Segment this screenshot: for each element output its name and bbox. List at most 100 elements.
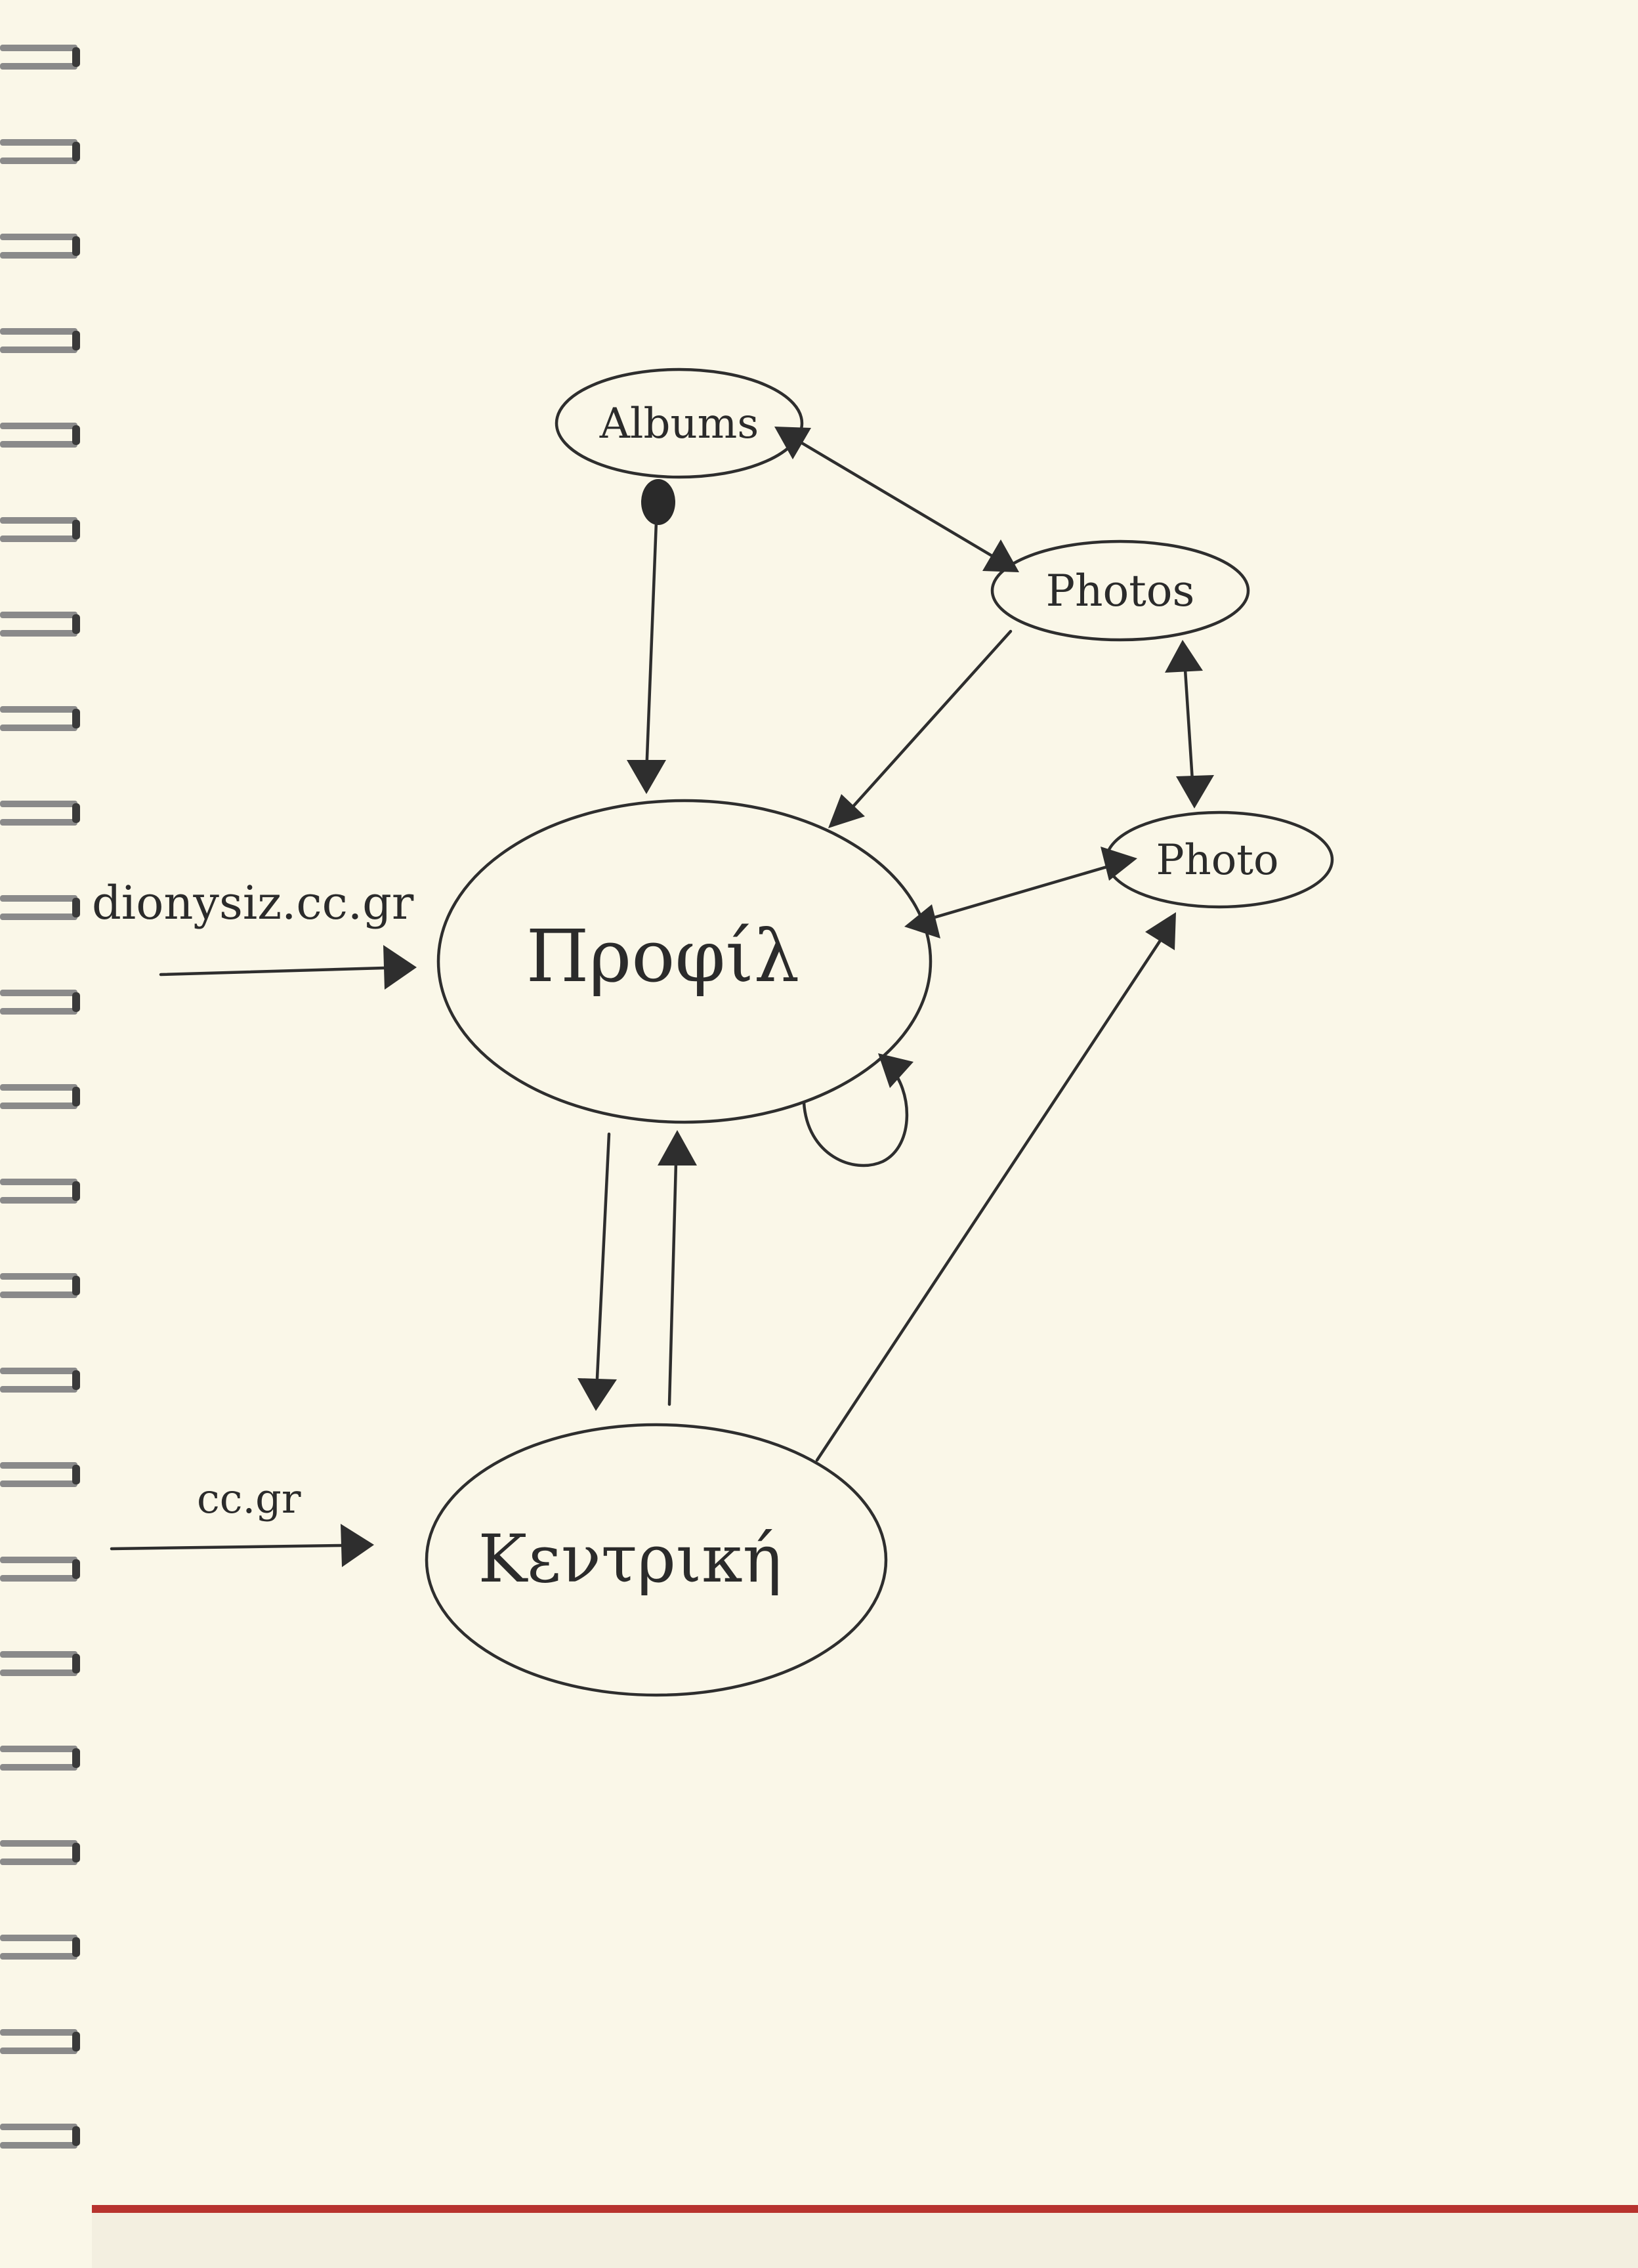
spiral-wire <box>0 1008 77 1015</box>
arrowhead <box>904 904 940 938</box>
spiral-ring <box>0 1651 80 1676</box>
self-loop-line <box>802 1064 909 1167</box>
profil-photo-line <box>923 862 1118 922</box>
albums-label: Albums <box>599 400 759 448</box>
spiral-wire <box>0 1386 77 1393</box>
arrowhead <box>1165 640 1203 673</box>
punch-hole <box>72 1087 80 1106</box>
arrowhead <box>774 427 811 459</box>
spiral-ring <box>0 1746 80 1771</box>
entry-profile: dionysiz.cc.gr <box>92 876 417 990</box>
spiral-ring <box>0 328 80 353</box>
punch-hole <box>72 1748 80 1768</box>
page-edge <box>92 2205 1638 2213</box>
spiral-ring <box>0 612 80 637</box>
arrowhead <box>982 539 1019 572</box>
punch-hole <box>72 803 80 823</box>
node-profil: Προφίλ <box>436 799 933 1124</box>
spiral-wire <box>0 1840 77 1847</box>
spiral-ring <box>0 139 80 164</box>
spiral-ring <box>0 1462 80 1487</box>
spiral-ring <box>0 2029 80 2054</box>
photos-profil-line <box>845 629 1013 816</box>
spiral-wire <box>0 1292 77 1298</box>
spiral-ring <box>0 423 80 448</box>
spiral-wire <box>0 1935 77 1941</box>
edge-profil-self-loop <box>802 1053 914 1167</box>
spiral-wire <box>0 1197 77 1204</box>
spiral-ring <box>0 1557 80 1582</box>
spiral-wire <box>0 252 77 259</box>
punch-hole <box>72 331 80 350</box>
photos-photo-line <box>1183 658 1195 793</box>
node-albums: Albums <box>555 368 804 479</box>
spiral-wire <box>0 536 77 542</box>
spiral-wire <box>0 819 77 826</box>
albums-photos-line <box>792 436 1003 563</box>
photos-ellipse <box>990 539 1250 642</box>
punch-hole <box>72 1465 80 1484</box>
home-entry-label: cc.gr <box>197 1475 301 1522</box>
punch-hole <box>72 614 80 634</box>
arrowhead <box>658 1130 697 1166</box>
edge-photos-to-profil <box>828 629 1013 828</box>
kentriki-ellipse <box>425 1423 888 1697</box>
edge-kentriki-to-profil <box>658 1130 697 1406</box>
spiral-wire <box>0 801 77 807</box>
spiral-wire <box>0 706 77 713</box>
punch-hole <box>72 898 80 917</box>
punch-hole <box>72 142 80 161</box>
spiral-ring <box>0 895 80 920</box>
punch-hole <box>72 1181 80 1201</box>
punch-hole <box>72 425 80 445</box>
spiral-wire <box>0 1102 77 1109</box>
spiral-wire <box>0 1179 77 1185</box>
profil-ellipse <box>436 799 933 1124</box>
punch-hole <box>72 992 80 1012</box>
page-edge-shadow <box>92 2213 1638 2268</box>
edge-profil-photo <box>904 847 1137 938</box>
arrowhead <box>341 1524 374 1567</box>
node-kentriki: Κεντρική <box>425 1423 888 1697</box>
arrowhead <box>878 1053 914 1088</box>
kentriki-photo-line <box>815 929 1169 1462</box>
spiral-wire <box>0 1858 77 1865</box>
spiral-wire <box>0 1084 77 1091</box>
spiral-wire <box>0 1368 77 1374</box>
spiral-ring <box>0 1273 80 1298</box>
arrowhead <box>1145 912 1176 950</box>
punch-hole <box>72 1276 80 1295</box>
spiral-wire <box>0 2048 77 2054</box>
punch-hole <box>72 2126 80 2146</box>
spiral-wire <box>0 517 77 524</box>
punch-hole <box>72 709 80 728</box>
spiral-wire <box>0 1557 77 1563</box>
spiral-wire <box>0 1575 77 1582</box>
spiral-wire <box>0 895 77 902</box>
punch-hole <box>72 1559 80 1579</box>
edge-photos-photo <box>1165 640 1214 808</box>
photo-label: Photo <box>1156 836 1278 885</box>
punch-hole <box>72 1937 80 1957</box>
spiral-wire <box>0 1746 77 1752</box>
punch-hole <box>72 1370 80 1390</box>
spiral-wire <box>0 2142 77 2149</box>
profile-entry-label: dionysiz.cc.gr <box>92 876 414 930</box>
edge-profil-to-kentriki <box>578 1132 617 1411</box>
profil-label: Προφίλ <box>526 914 800 998</box>
punch-hole <box>72 520 80 539</box>
spiral-wire <box>0 234 77 240</box>
entry-home: cc.gr <box>110 1475 374 1567</box>
punch-hole <box>72 47 80 67</box>
arrowhead <box>828 794 865 828</box>
albums-ellipse <box>555 368 804 479</box>
arrowhead <box>1176 775 1214 808</box>
spiral-wire <box>0 158 77 164</box>
kentriki-profil-line <box>667 1161 678 1406</box>
spiral-ring <box>0 45 80 70</box>
punch-hole <box>72 2032 80 2051</box>
spiral-ring <box>0 990 80 1015</box>
spiral-wire <box>0 724 77 731</box>
